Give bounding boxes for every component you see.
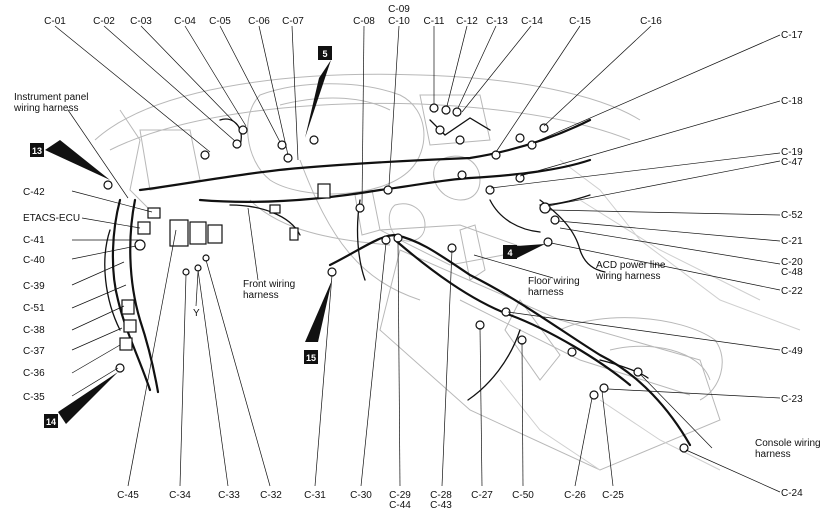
label-acd-harness-1: ACD power line <box>596 260 666 271</box>
badge-14 <box>44 414 58 428</box>
label-c27: C-27 <box>471 490 493 501</box>
leader-lines <box>54 25 781 493</box>
label-c11: C-11 <box>424 16 445 27</box>
label-c49: C-49 <box>781 346 803 357</box>
right-labels: C-18 C-19 C-47 C-52 C-21 C-20 C-48 C-22 … <box>781 96 803 499</box>
label-c24: C-24 <box>781 488 803 499</box>
label-c32: C-32 <box>260 490 282 501</box>
label-c02: C-02 <box>93 16 115 27</box>
label-c18: C-18 <box>781 96 803 107</box>
label-c36: C-36 <box>23 368 45 379</box>
connectors <box>103 103 689 453</box>
label-c04: C-04 <box>174 16 196 27</box>
label-c47: C-47 <box>781 157 803 168</box>
left-labels: C-42 ETACS-ECU C-41 C-40 C-39 C-51 C-38 … <box>23 187 80 403</box>
label-c42: C-42 <box>23 187 45 198</box>
label-etacs-ecu: ETACS-ECU <box>23 213 80 224</box>
label-c19: C-19 <box>781 147 803 158</box>
harness-labels: Instrument panel wiring harness Front wi… <box>13 92 821 460</box>
label-acd-harness-2: wiring harness <box>595 271 660 282</box>
label-c15: C-15 <box>569 16 591 27</box>
label-c34: C-34 <box>169 490 191 501</box>
label-c07: C-07 <box>282 16 304 27</box>
label-c01: C-01 <box>44 16 66 27</box>
label-c12: C-12 <box>456 16 478 27</box>
label-c50: C-50 <box>512 490 534 501</box>
label-c26: C-26 <box>564 490 586 501</box>
badge-4 <box>503 245 517 259</box>
label-c25: C-25 <box>602 490 624 501</box>
badge-15 <box>304 350 318 364</box>
badge-13 <box>30 143 44 157</box>
label-front-harness-2: harness <box>243 290 279 301</box>
label-c06: C-06 <box>248 16 270 27</box>
label-c43: C-43 <box>430 500 452 511</box>
harness-lines <box>104 117 692 447</box>
label-c33: C-33 <box>218 490 240 501</box>
label-c17: C-17 <box>781 30 803 41</box>
vehicle-outline <box>94 73 801 471</box>
label-c37: C-37 <box>23 346 45 357</box>
badge-5-text: 5 <box>322 49 327 59</box>
label-floor-harness-2: harness <box>528 287 564 298</box>
label-c31: C-31 <box>304 490 326 501</box>
bottom-labels: C-45 C-34 C-33 C-32 C-31 C-30 C-29 C-44 … <box>117 490 624 511</box>
label-c52: C-52 <box>781 210 803 221</box>
label-instrument-panel-harness-2: wiring harness <box>13 103 78 114</box>
label-c05: C-05 <box>209 16 231 27</box>
badge-15-text: 15 <box>306 353 316 363</box>
label-c23: C-23 <box>781 394 803 405</box>
label-c30: C-30 <box>350 490 372 501</box>
label-y-mark: Y <box>193 308 200 319</box>
label-c39: C-39 <box>23 281 45 292</box>
label-console-harness-1: Console wiring <box>755 438 821 449</box>
label-instrument-panel-harness-1: Instrument panel <box>14 92 89 103</box>
label-c21: C-21 <box>781 236 803 247</box>
label-c03: C-03 <box>130 16 152 27</box>
label-c44: C-44 <box>389 500 411 511</box>
label-floor-harness-1: Floor wiring <box>528 276 580 287</box>
badge-5 <box>318 46 332 60</box>
badge-4-text: 4 <box>507 248 512 258</box>
badge-13-text: 13 <box>32 146 42 156</box>
label-c14: C-14 <box>521 16 543 27</box>
label-c48: C-48 <box>781 267 803 278</box>
label-c13: C-13 <box>486 16 508 27</box>
label-c38: C-38 <box>23 325 45 336</box>
label-console-harness-2: harness <box>755 449 791 460</box>
label-c16: C-16 <box>640 16 662 27</box>
label-c08: C-08 <box>353 16 375 27</box>
label-c41: C-41 <box>23 235 45 246</box>
label-c10: C-10 <box>388 16 410 27</box>
top-labels: C-01 C-02 C-03 C-04 C-05 C-06 C-07 C-08 … <box>44 4 803 41</box>
label-c09: C-09 <box>388 4 410 15</box>
label-c35: C-35 <box>23 392 45 403</box>
badge-14-text: 14 <box>46 417 56 427</box>
label-c45: C-45 <box>117 490 139 501</box>
callout-badges: 5 13 4 15 14 <box>30 46 545 428</box>
label-c40: C-40 <box>23 255 45 266</box>
label-c28: C-28 <box>430 490 452 501</box>
label-c22: C-22 <box>781 286 803 297</box>
label-c29: C-29 <box>389 490 411 501</box>
label-c51: C-51 <box>23 303 45 314</box>
label-front-harness-1: Front wiring <box>243 279 295 290</box>
label-c20: C-20 <box>781 257 803 268</box>
